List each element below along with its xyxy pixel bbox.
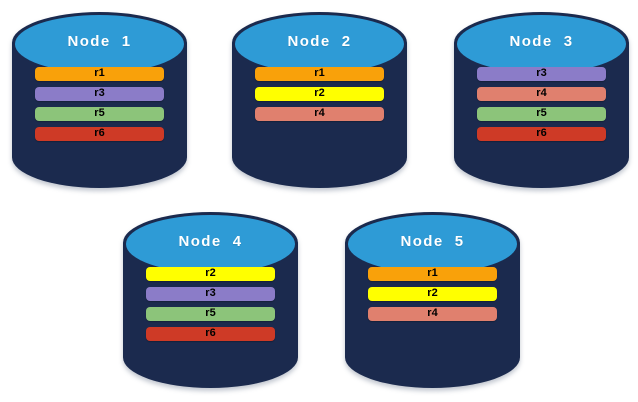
replica-bar[interactable]: r4	[254, 106, 385, 121]
replica-bar[interactable]: r3	[145, 286, 276, 301]
node-1-replica-stack: r1 r3 r5 r6	[34, 66, 165, 141]
replica-bar[interactable]: r6	[145, 326, 276, 341]
node-3-replica-stack: r3 r4 r5 r6	[476, 66, 607, 141]
cylinder-top-icon	[234, 14, 405, 73]
cylinder-top-icon	[125, 214, 296, 273]
cylinder-top-icon	[14, 14, 185, 73]
node-5-replica-stack: r1 r2 r4	[367, 266, 498, 321]
database-node-2[interactable]: Node 2 r1 r2 r4	[232, 12, 407, 188]
node-2-replica-stack: r1 r2 r4	[254, 66, 385, 121]
cylinder-top-icon	[347, 214, 518, 273]
replica-bar[interactable]: r1	[367, 266, 498, 281]
replica-bar[interactable]: r4	[367, 306, 498, 321]
replica-bar[interactable]: r6	[34, 126, 165, 141]
database-node-5[interactable]: Node 5 r1 r2 r4	[345, 212, 520, 388]
replica-bar[interactable]: r5	[145, 306, 276, 321]
database-node-4[interactable]: Node 4 r2 r3 r5 r6	[123, 212, 298, 388]
replica-bar[interactable]: r4	[476, 86, 607, 101]
replica-bar[interactable]: r3	[476, 66, 607, 81]
replica-bar[interactable]: r1	[34, 66, 165, 81]
replica-bar[interactable]: r1	[254, 66, 385, 81]
database-node-1[interactable]: Node 1 r1 r3 r5 r6	[12, 12, 187, 188]
database-node-3[interactable]: Node 3 r3 r4 r5 r6	[454, 12, 629, 188]
replica-bar[interactable]: r3	[34, 86, 165, 101]
cylinder-top-icon	[456, 14, 627, 73]
replica-bar[interactable]: r2	[145, 266, 276, 281]
replica-bar[interactable]: r5	[34, 106, 165, 121]
replica-bar[interactable]: r5	[476, 106, 607, 121]
replica-bar[interactable]: r2	[254, 86, 385, 101]
node-4-replica-stack: r2 r3 r5 r6	[145, 266, 276, 341]
replica-bar[interactable]: r6	[476, 126, 607, 141]
replica-bar[interactable]: r2	[367, 286, 498, 301]
